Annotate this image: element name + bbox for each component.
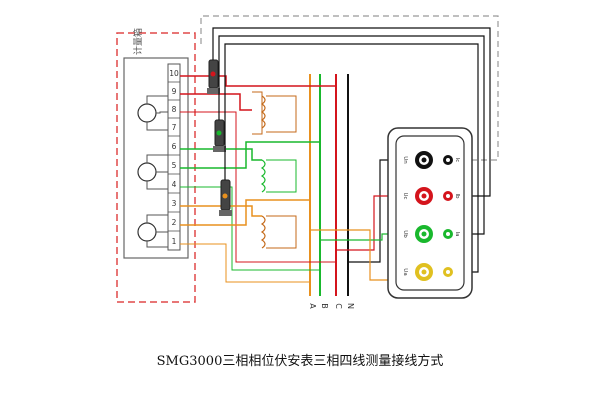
ct-clamp-c	[207, 59, 220, 94]
terminal-number: 1	[172, 237, 177, 246]
ct-clamp-b	[213, 119, 226, 152]
terminal-number: 8	[172, 105, 177, 114]
phase-label-b: B	[320, 303, 329, 309]
current-jack-label: Ib	[454, 193, 460, 199]
instrument-inner	[395, 135, 465, 291]
jack-uc-group	[415, 187, 453, 205]
figure-caption: SMG3000三相相位伏安表三相四线测量接线方式	[156, 354, 444, 369]
terminal-number: 10	[169, 69, 179, 78]
voltage-jack-label: Ua	[402, 268, 408, 275]
meter-coil-a	[137, 103, 157, 123]
phase-label-a: A	[308, 303, 317, 309]
terminal-number: 7	[172, 123, 177, 132]
phase-a-wiring	[180, 199, 310, 283]
instrument-outer	[387, 127, 473, 299]
jack-ua-group	[415, 263, 453, 281]
phase-label-n: N	[346, 303, 355, 309]
jack-un-group	[415, 151, 453, 169]
terminal-block	[167, 63, 181, 251]
meter-body	[123, 57, 189, 259]
meter-coil-b	[137, 162, 157, 182]
terminal-number: 3	[172, 199, 177, 208]
terminal-number: 6	[172, 142, 177, 151]
voltage-jack-label: Un	[402, 156, 408, 164]
voltage-jack-label: Uc	[402, 192, 408, 199]
phase-c-wiring	[180, 75, 336, 263]
meter-internal-wiring	[146, 95, 168, 248]
terminal-number: 9	[172, 87, 177, 96]
voltage-jack-label: Ub	[402, 230, 408, 238]
clamp-cable-dashed	[200, 15, 499, 161]
jack-ub-group	[415, 225, 453, 243]
terminal-number: 4	[172, 180, 177, 189]
terminal-numbers: 1 2 3 4 5 6 7 8 9 10	[169, 69, 179, 246]
meter-box-label: 计量箱	[132, 28, 144, 55]
current-jack-label: Ic	[454, 158, 460, 163]
phase-labels: A B C N	[308, 303, 355, 309]
current-jack-label: Ia	[454, 232, 460, 237]
phase-label-c: C	[334, 303, 343, 309]
terminal-number: 5	[172, 161, 177, 170]
voltage-jack-labels: Un Uc Ub Ua	[402, 156, 408, 275]
terminal-number: 2	[172, 218, 177, 227]
meter-coil-c	[137, 222, 157, 242]
ct-clamp-a	[219, 179, 232, 216]
current-jack-labels: Ic Ib Ia	[454, 158, 460, 237]
